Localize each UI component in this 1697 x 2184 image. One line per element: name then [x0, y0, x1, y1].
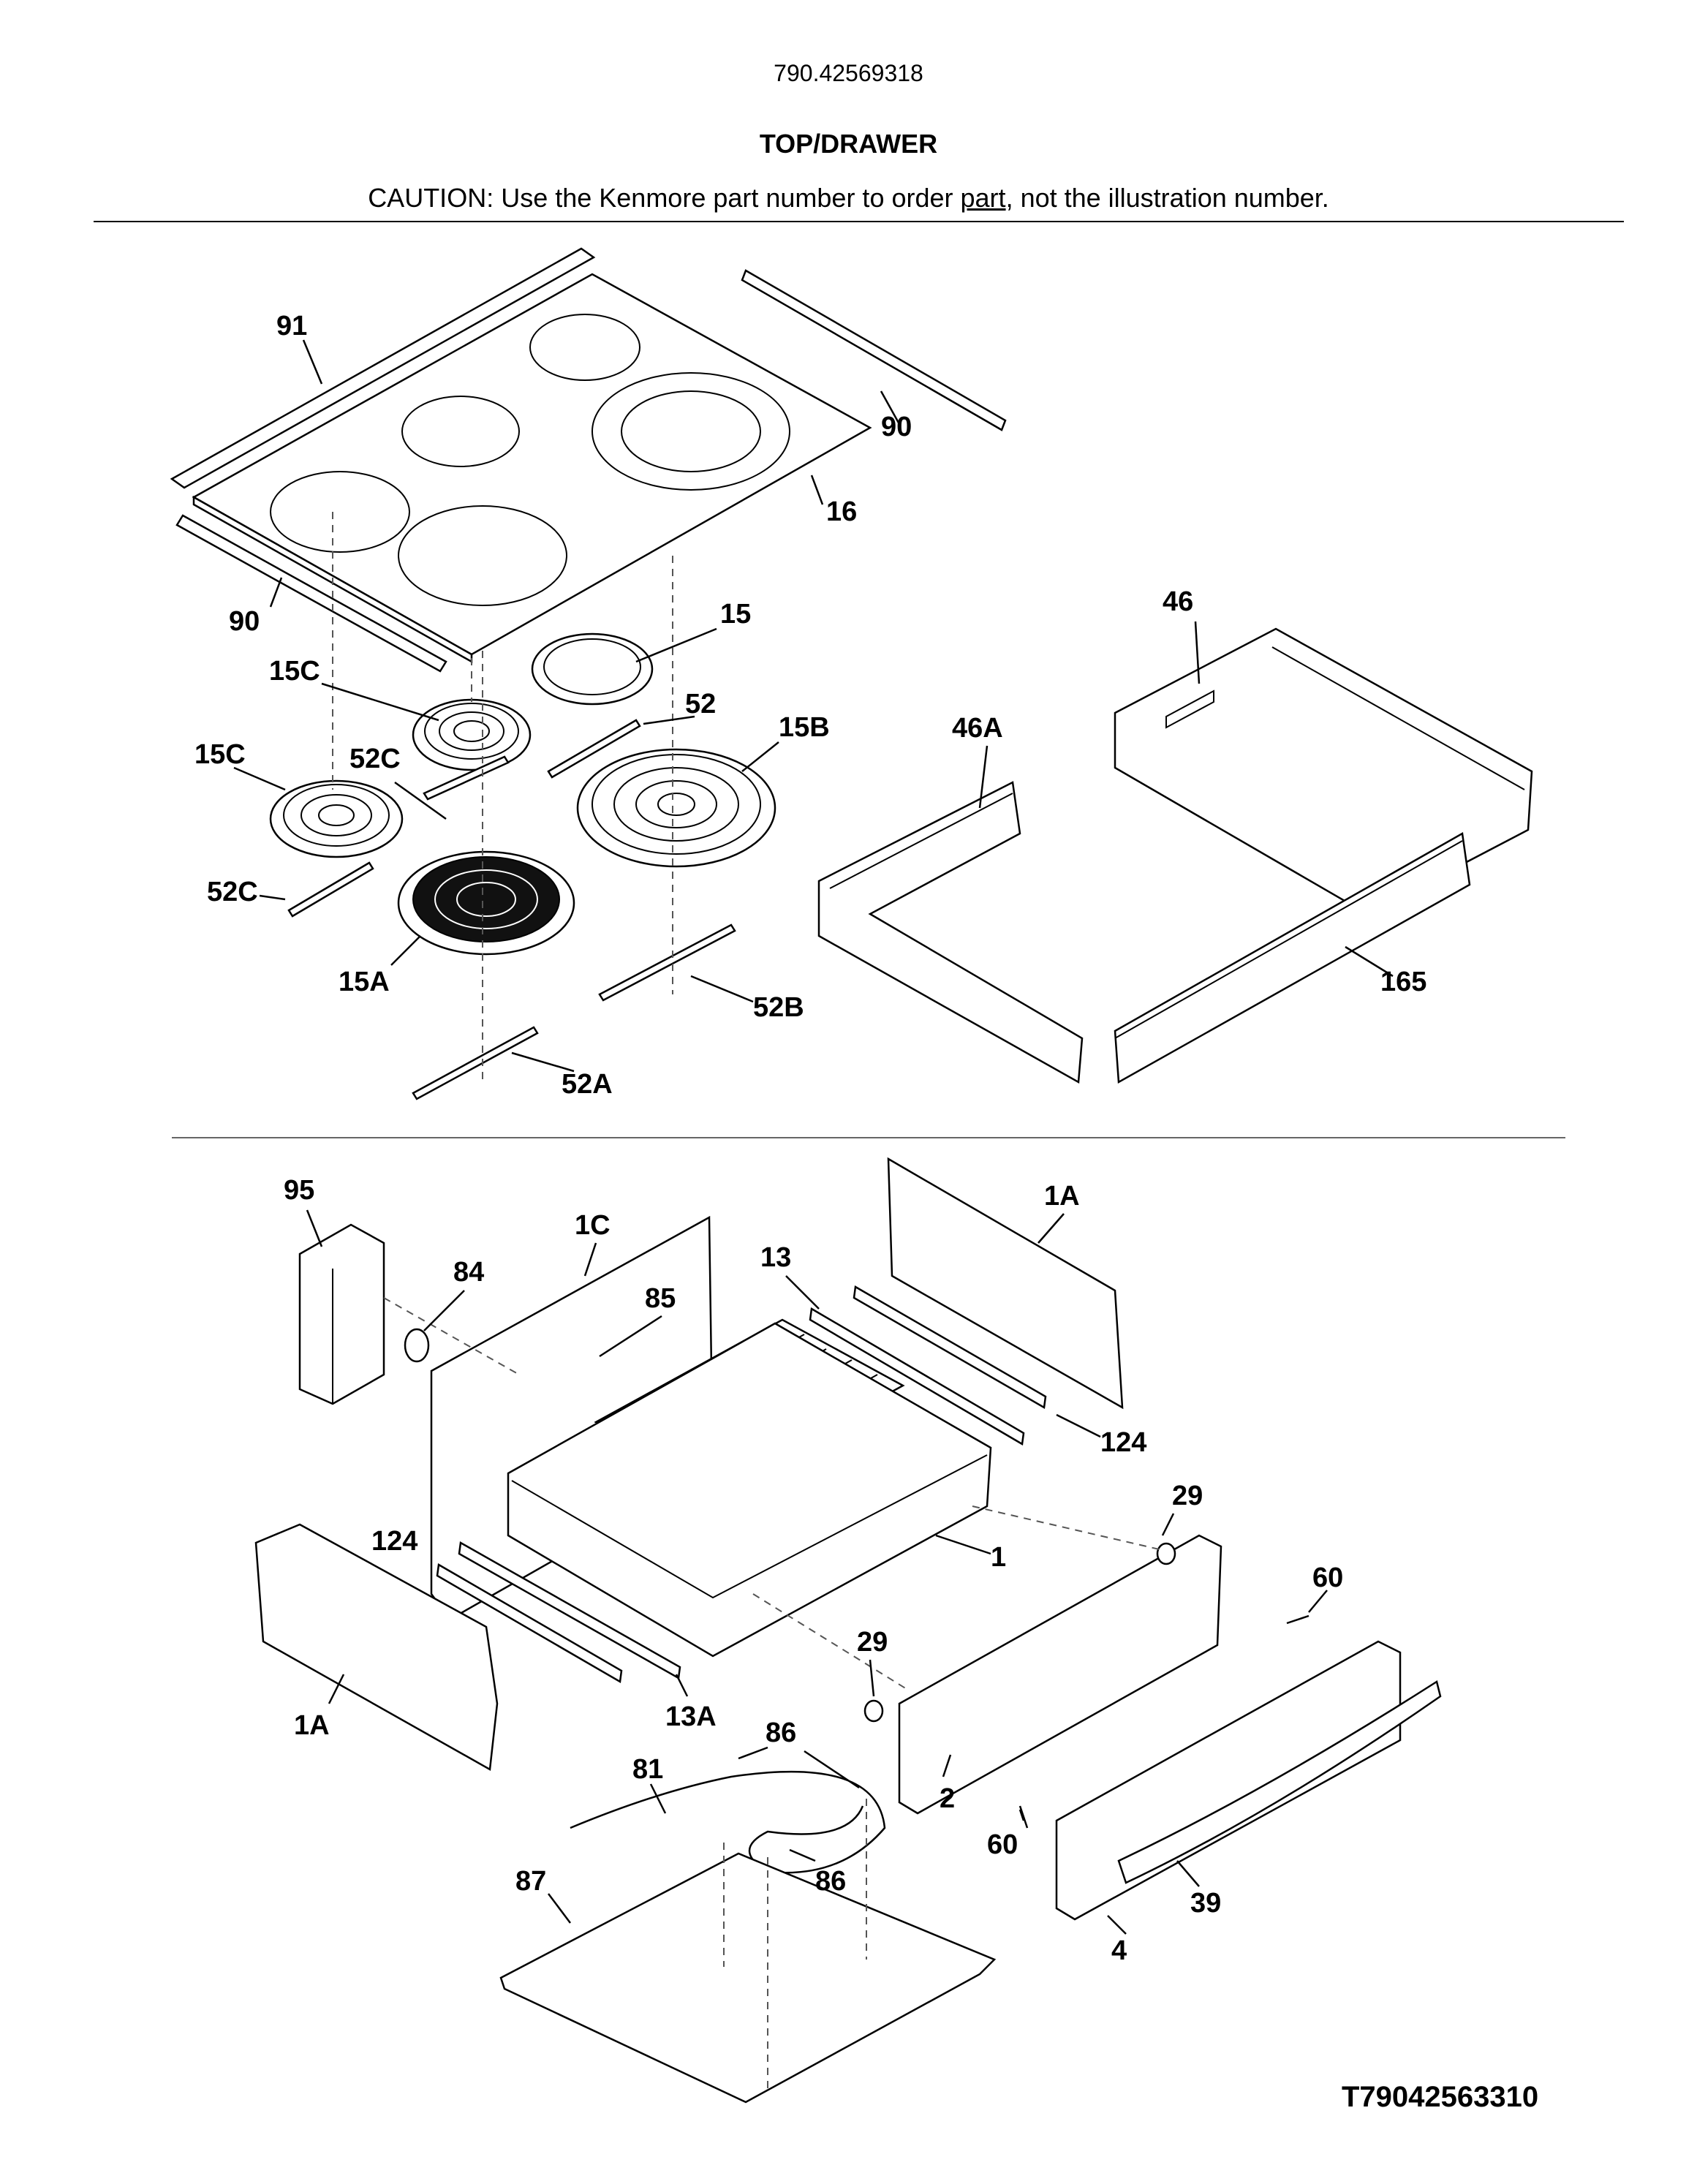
caution-part-link[interactable]: part: [960, 183, 1006, 213]
drawer-knob: [404, 1328, 430, 1363]
callout: 60: [987, 1829, 1018, 1860]
vent-duct: [298, 1223, 385, 1405]
screws-and-bumpers: [863, 1542, 1309, 1829]
callout: 60: [1312, 1563, 1343, 1593]
callout: 87: [515, 1866, 546, 1897]
callout: 81: [632, 1754, 663, 1785]
callout: 52: [685, 689, 716, 719]
callout: 15C: [194, 739, 246, 770]
drawer-support-rear: [1114, 627, 1533, 915]
callout: 124: [371, 1526, 417, 1557]
header-divider: [94, 221, 1624, 222]
callout: 15B: [779, 712, 830, 743]
drawer-slide-right: [809, 1285, 1047, 1446]
callout: 15C: [269, 656, 320, 687]
callout: 52C: [207, 877, 258, 907]
element-straps: [287, 719, 736, 1100]
drawer-support-left: [817, 781, 1084, 1084]
model-number: 790.42569318: [774, 60, 923, 86]
callout: 15A: [339, 967, 390, 997]
drawer-front-panel: [898, 1534, 1222, 1815]
side-panel-right-rear: [887, 1157, 1124, 1410]
caution-note: CAUTION: Use the Kenmore part number to …: [0, 183, 1697, 214]
drawer-bottom: [499, 1852, 997, 2104]
callout: 39: [1190, 1888, 1221, 1919]
radiant-element-left-rear: [412, 698, 532, 771]
callout: 1: [991, 1542, 1006, 1573]
radiant-element-dual-right: [576, 748, 776, 868]
alignment-guides-top: [332, 512, 673, 1082]
callout: 90: [229, 606, 260, 637]
trim-strip-right: [741, 269, 1007, 431]
callout: 13A: [665, 1701, 717, 1732]
callout: 52C: [349, 744, 401, 774]
diagram-code: T79042563310: [1342, 2081, 1539, 2113]
drawer-door: [1055, 1640, 1442, 1921]
callout: 1C: [575, 1210, 611, 1241]
callout: 13: [760, 1242, 791, 1273]
section-title: TOP/DRAWER: [759, 129, 938, 159]
callout: 52B: [753, 992, 804, 1023]
callout: 165: [1380, 967, 1426, 997]
trim-strip-front: [175, 514, 447, 673]
callout: 2: [940, 1783, 955, 1814]
drawer-pan: [507, 1322, 992, 1658]
callout: 86: [815, 1866, 846, 1897]
callout-labels: 91 90 90 16 15 15C 15C 52 52C 52C 15B 15…: [194, 311, 1426, 1966]
callout: 91: [276, 311, 307, 341]
radiant-element-rear: [531, 632, 654, 706]
bake-element: [570, 1770, 886, 1874]
callout: 46: [1163, 586, 1193, 617]
leader-lines: [233, 339, 1394, 1935]
caution-text-end: , not the illustration number.: [1005, 183, 1329, 213]
callout: 86: [766, 1718, 796, 1748]
section-divider: [172, 1137, 1565, 1138]
radiant-element-left: [269, 779, 404, 858]
callout: 46A: [952, 713, 1003, 744]
callout: 15: [720, 599, 751, 630]
callout: 124: [1100, 1427, 1146, 1458]
callout: 16: [826, 496, 857, 527]
callout: 29: [1172, 1481, 1203, 1511]
callout: 29: [857, 1627, 888, 1658]
drawer-support-front: [1114, 832, 1471, 1084]
callout: 4: [1111, 1935, 1127, 1966]
side-panel-left-front: [254, 1523, 499, 1772]
callout: 1A: [294, 1710, 330, 1741]
callout: 1A: [1044, 1181, 1080, 1212]
alignment-guides-bottom: [383, 1297, 1163, 2091]
trim-strip-rear: [170, 247, 596, 489]
radiant-element-front: [397, 850, 575, 956]
callout: 52A: [562, 1069, 613, 1100]
callout: 95: [284, 1175, 314, 1206]
callout: 85: [645, 1283, 676, 1314]
callout: 84: [453, 1257, 484, 1288]
caution-text: CAUTION: Use the Kenmore part number to …: [368, 183, 961, 213]
callout: 90: [881, 412, 912, 442]
